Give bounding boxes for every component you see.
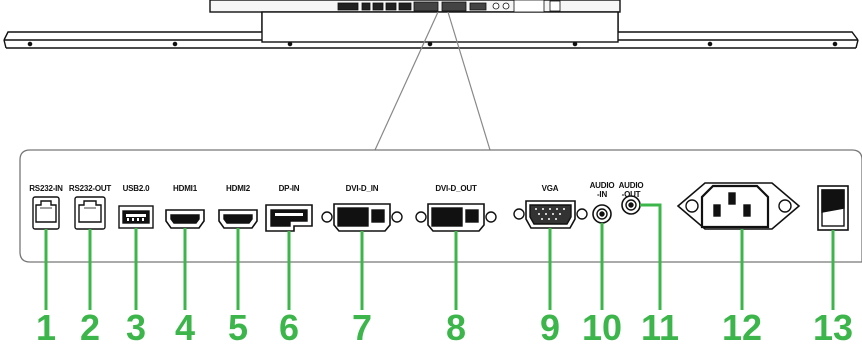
dvi-d-in-port-icon <box>321 203 403 232</box>
callout-number-9: 9 <box>539 307 561 348</box>
port-label-4: HDMI1 <box>173 184 197 193</box>
zoomed-panel <box>19 149 862 263</box>
port-label-7: DVI-D_IN <box>345 184 379 193</box>
callout-number-6: 6 <box>278 307 300 348</box>
callout-number-7: 7 <box>351 307 373 348</box>
port-label-10: AUDIO -IN <box>589 181 615 199</box>
callout-lines <box>44 203 835 310</box>
dvi-d-out-port-icon <box>415 203 497 232</box>
vga-port-icon <box>513 200 588 229</box>
monitor-top-ports <box>337 0 561 13</box>
port-label-1: RS232-IN <box>29 184 63 193</box>
callout-number-10: 10 <box>581 307 623 348</box>
callout-number-1: 1 <box>35 307 57 348</box>
callout-number-8: 8 <box>445 307 467 348</box>
hdmi2-port-icon <box>218 209 258 229</box>
callout-number-3: 3 <box>125 307 147 348</box>
callout-number-11: 11 <box>640 307 680 348</box>
callout-number-2: 2 <box>79 307 101 348</box>
port-label-5: HDMI2 <box>226 184 250 193</box>
callout-number-12: 12 <box>721 307 763 348</box>
ac-power-inlet-icon <box>676 182 801 230</box>
port-label-2: RS232-OUT <box>68 184 112 193</box>
port-label-9: VGA <box>541 184 559 193</box>
callout-number-4: 4 <box>174 307 196 348</box>
callout-line-11 <box>640 203 662 310</box>
port-label-11: AUDIO -OUT <box>618 181 644 199</box>
port-label-8: DVI-D_OUT <box>435 184 477 193</box>
port-label-3: USB2.0 <box>122 184 150 193</box>
usb-port-icon <box>118 205 154 229</box>
hdmi1-port-icon <box>165 209 205 229</box>
callout-number-5: 5 <box>227 307 249 348</box>
callout-number-13: 13 <box>812 307 854 348</box>
port-label-6: DP-IN <box>278 184 300 193</box>
zoom-lines <box>374 11 491 151</box>
displayport-icon <box>265 204 313 232</box>
